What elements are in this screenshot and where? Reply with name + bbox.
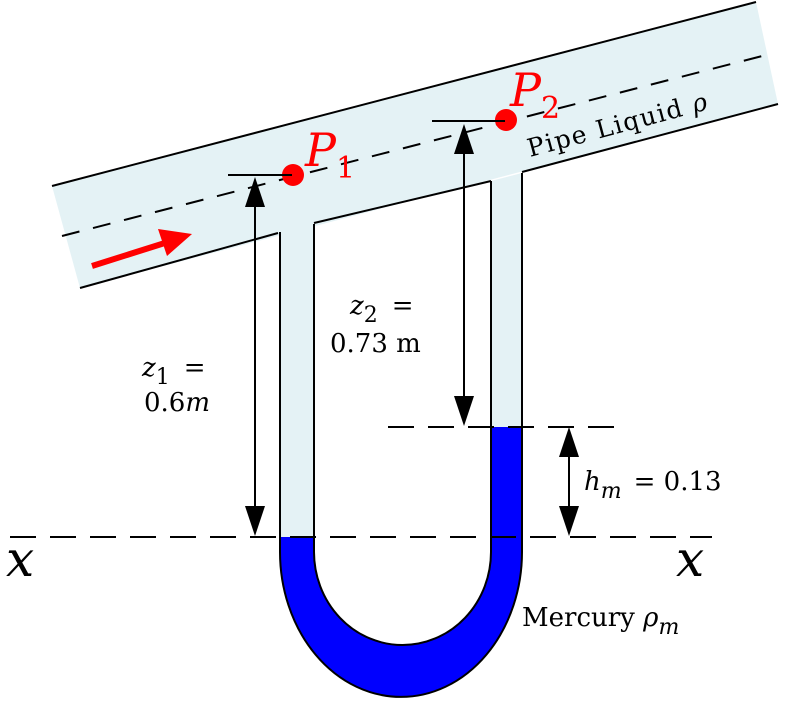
hm-label: hm= 0.13 bbox=[584, 467, 722, 504]
pipe-top-wall bbox=[51, 1, 757, 187]
z2-label-line2: 0.73 m bbox=[330, 329, 421, 359]
flow-arrow-shaft bbox=[91, 239, 169, 269]
hm-dimension-arrow bbox=[559, 427, 579, 536]
z1-dimension-arrow bbox=[245, 177, 265, 536]
pipe-bottom-wall-left bbox=[79, 232, 279, 289]
pipe-bottom-wall-middle bbox=[313, 180, 492, 224]
left-tube-fluid bbox=[280, 224, 314, 540]
manometer-inner-wall bbox=[313, 181, 492, 646]
z1-label-line2: 0.6m bbox=[144, 388, 210, 418]
mercury-label: Mercury ρm bbox=[522, 603, 679, 640]
datum-x-right-label: x bbox=[676, 530, 704, 588]
point-p2 bbox=[495, 109, 517, 131]
p1-label: P1 bbox=[304, 123, 355, 186]
flow-arrow-head bbox=[158, 229, 192, 256]
point-p1 bbox=[282, 164, 304, 186]
z2-label-line1: z2= bbox=[349, 291, 414, 328]
pipe-centerline bbox=[61, 53, 771, 237]
mercury-column bbox=[280, 427, 522, 697]
z1-label-line1: z1= bbox=[141, 353, 206, 390]
z2-dimension-arrow bbox=[454, 124, 474, 426]
datum-x-left-label: x bbox=[6, 530, 34, 588]
right-tube-fluid bbox=[491, 173, 522, 427]
pipe-bottom-wall-right bbox=[521, 103, 779, 173]
manometer-outer-wall bbox=[279, 173, 523, 698]
p2-label: P2 bbox=[509, 63, 560, 126]
